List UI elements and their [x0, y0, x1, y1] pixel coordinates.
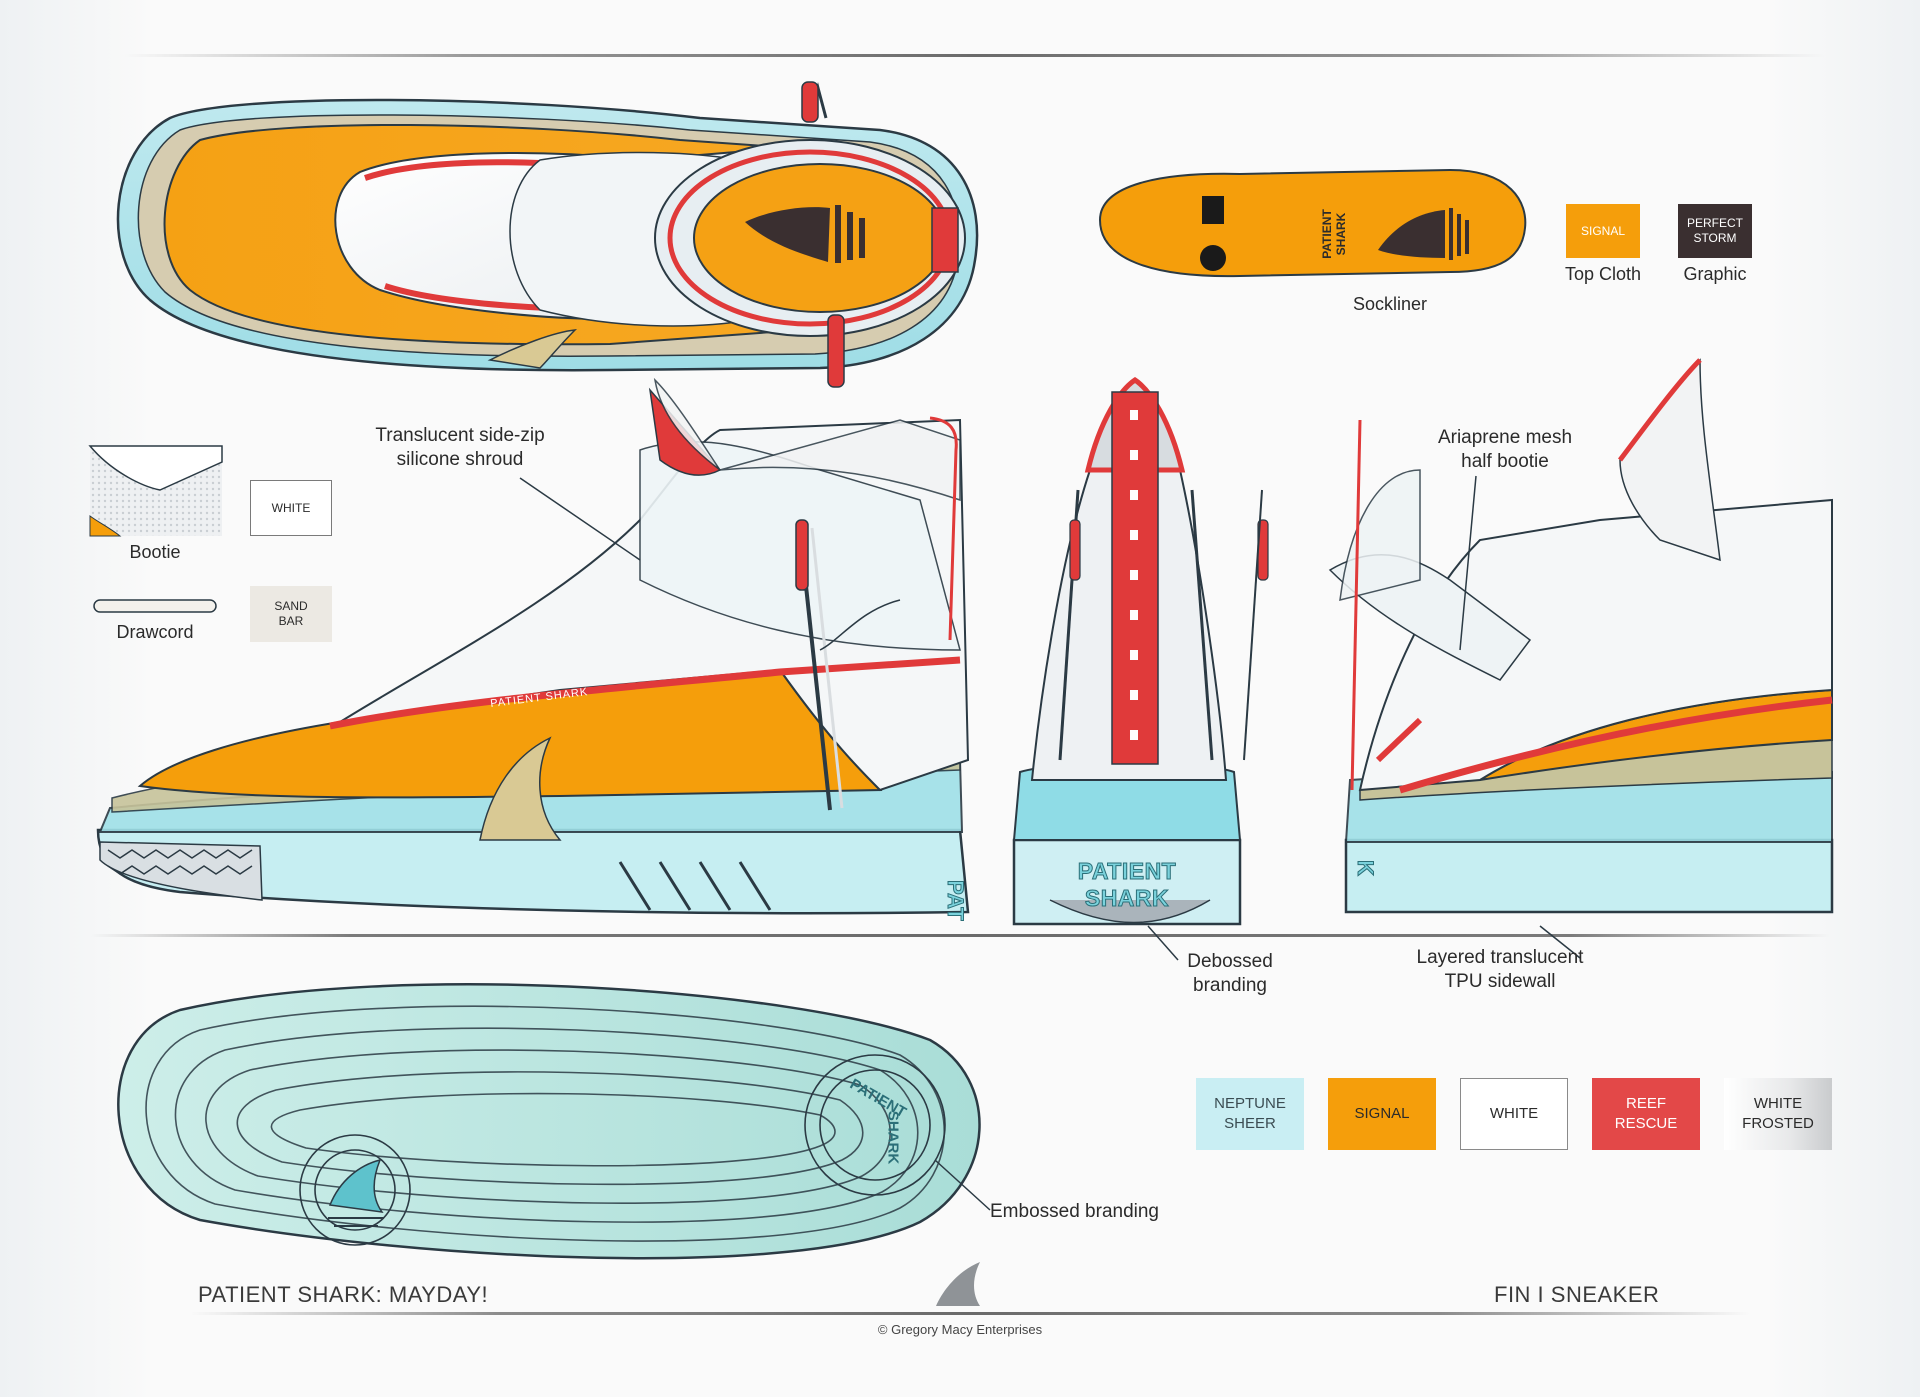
- sockliner-brand-line1: PATIENT: [1320, 209, 1334, 259]
- swatch-neptune-line1: NEPTUNE: [1214, 1095, 1286, 1112]
- lateral-collar-tape-text: PATIENT SHARK: [489, 686, 589, 710]
- sockliner-brand-line2: SHARK: [1334, 212, 1348, 256]
- swatch-signal-top-label: SIGNAL: [1580, 223, 1625, 238]
- swatch-frosted-line2: FROSTED: [1742, 1115, 1814, 1132]
- square-icon: [1202, 196, 1224, 224]
- circle-icon: [1200, 245, 1226, 271]
- sockliner-brand-text: PATIENT SHARK: [1320, 204, 1380, 264]
- swatch-signal-top: SIGNAL: [1566, 204, 1640, 258]
- swatch-perfect-storm-label: PERFECT STORM: [1686, 216, 1743, 245]
- medial-heel-branding: K: [1353, 860, 1378, 876]
- swatch-sand-bar-label: SAND BAR: [274, 599, 308, 628]
- drawcord-label: Drawcord: [116, 622, 194, 642]
- swatch-white-label: WHITE: [1489, 1105, 1539, 1122]
- ground-line: [90, 934, 1830, 937]
- swatch-neptune-line2: SHEER: [1224, 1115, 1276, 1132]
- swatch-reef-rescue: REEF RESCUE: [1592, 1078, 1700, 1150]
- sockliner-label: Sockliner: [1352, 294, 1428, 314]
- outsole-brand-line1: PATIENT: [846, 1075, 910, 1122]
- heel-debossed-branding: PATIENT SHARK: [1077, 858, 1177, 912]
- outsole-brand-line2: SHARK: [884, 1110, 902, 1165]
- graphic-caption: Graphic: [1683, 264, 1747, 284]
- bootie-label: Bootie: [129, 542, 181, 562]
- outsole-embossed-branding: PATIENT SHARK: [828, 1074, 928, 1174]
- footer-title-left: PATIENT SHARK: MAYDAY!: [198, 1282, 489, 1307]
- outsole-fin-icon: [328, 1158, 384, 1213]
- top-rule: [124, 54, 1824, 57]
- footer-title-right: FIN I SNEAKER: [1494, 1282, 1660, 1307]
- swatch-reef-line1: REEF: [1625, 1095, 1666, 1112]
- swatch-white-bootie-label: WHITE: [271, 500, 311, 515]
- swatch-frosted-line1: WHITE: [1753, 1095, 1803, 1112]
- swatch-white-bootie: WHITE: [250, 480, 332, 536]
- swatch-neptune-sheer: NEPTUNE SHEER: [1196, 1078, 1304, 1150]
- swatch-white: WHITE: [1460, 1078, 1568, 1150]
- footer-copyright: © Gregory Macy Enterprises: [877, 1322, 1043, 1337]
- swatch-perfect-storm: PERFECT STORM: [1678, 204, 1752, 258]
- callout-embossed: Embossed branding: [990, 1201, 1159, 1222]
- swatch-white-frosted: WHITE FROSTED: [1724, 1078, 1832, 1150]
- swatch-signal-label: SIGNAL: [1354, 1105, 1410, 1122]
- lateral-heel-branding: PAT: [943, 880, 968, 921]
- swatch-reef-line2: RESCUE: [1614, 1115, 1678, 1132]
- bottom-rule: [190, 1312, 1750, 1315]
- swatch-sand-bar: SAND BAR: [250, 586, 332, 642]
- top-cloth-caption: Top Cloth: [1564, 264, 1642, 284]
- swatch-signal: SIGNAL: [1328, 1078, 1436, 1150]
